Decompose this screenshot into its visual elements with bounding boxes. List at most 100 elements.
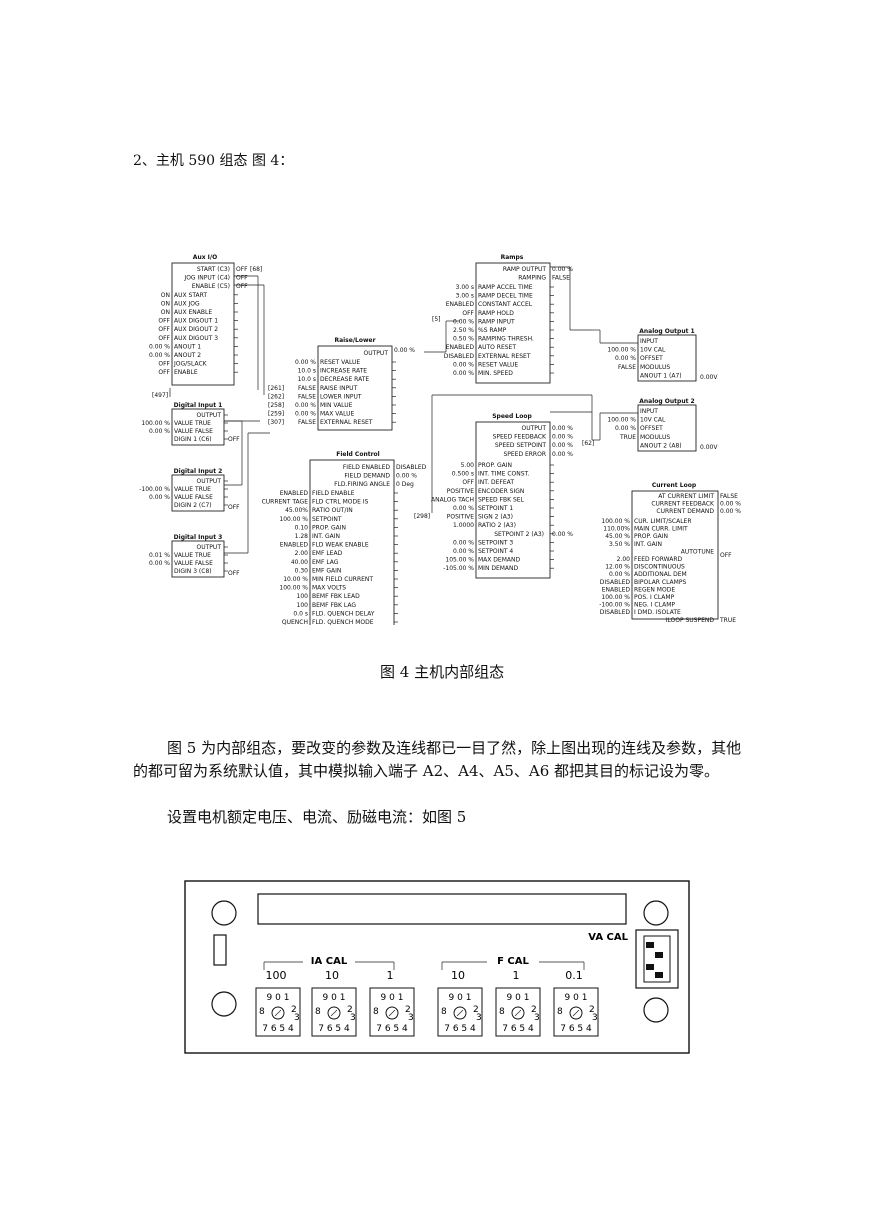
speed-input-label: SETPOINT 2 (A3): [494, 531, 544, 538]
ramps-output-value: FALSE: [552, 275, 570, 282]
ao1-input-label: MODULUS: [640, 364, 670, 371]
ia-dial-0-label: 100: [266, 969, 287, 982]
current-output-label: CURRENT FEEDBACK: [651, 501, 715, 508]
digin3-box: [171, 540, 225, 578]
mount-hole-icon: [643, 900, 669, 926]
rotary-switch-icon: [453, 1006, 467, 1020]
raise-input-label: INCREASE RATE: [320, 368, 367, 375]
ia-dial-1-digit-right2: 3: [350, 1013, 356, 1023]
f-dial-1-digit-right: 2: [531, 1005, 537, 1015]
figure-caption: 图 4 主机内部组态: [380, 663, 505, 681]
ia-dial-1-label: 10: [325, 969, 339, 982]
ia-dial-0-digit-right: 2: [291, 1005, 297, 1015]
speed-input-value: 5.00: [461, 462, 475, 469]
field-input-label: FLD CTRL MODE IS: [312, 499, 369, 506]
va-cal-label: VA CAL: [588, 932, 628, 943]
raise-input-value: 0.00 %: [295, 411, 316, 418]
digin3-title: Digital Input 3: [174, 534, 223, 541]
field-input-label: RATIO OUT/IN: [312, 507, 353, 514]
rotary-pointer: [274, 1009, 282, 1017]
field-input-label: FLD. QUENCH MODE: [312, 619, 374, 625]
ia-dial-2-frame: [369, 987, 415, 1037]
speed-setpoint2-value: 0.00 %: [552, 531, 573, 538]
current-input-label: MAIN CURR. LIMIT: [634, 526, 688, 533]
aux-io-row: AUX JOG: [174, 300, 200, 307]
field-box: [309, 459, 395, 625]
raise-tag: [307]: [268, 419, 284, 426]
f-dial-0-digit-right: 2: [473, 1005, 479, 1015]
field-input-value: QUENCH: [282, 619, 308, 625]
speed-input-label: ENCODER SIGN: [478, 488, 524, 495]
digin1-output-label: OUTPUT: [197, 412, 222, 419]
f-dial-1-digit-right2: 3: [534, 1013, 540, 1023]
current-input-value: ENABLED: [602, 586, 631, 593]
speed-input-value: 0.00 %: [453, 505, 474, 512]
ia-dial-1-frame: [311, 987, 357, 1037]
field-input-value: 45.00%: [285, 507, 308, 514]
ao1-input-value: FALSE: [618, 364, 636, 371]
digin3-input-label: VALUE TRUE: [174, 552, 211, 559]
field-output-label: FLD.FIRING ANGLE: [334, 481, 390, 488]
raise-input-label: RAISE INPUT: [320, 385, 358, 392]
ramps-input-value: 0.00 %: [453, 361, 474, 368]
rotary-pointer: [456, 1009, 464, 1017]
f-dial-2-digit-right2: 3: [592, 1013, 598, 1023]
ramps-tag-5: [5]: [432, 316, 441, 323]
field-input-value: 100: [297, 593, 309, 600]
raise-tag: [262]: [268, 393, 284, 400]
jumper-block-icon: [646, 942, 654, 948]
aux-io-row: AUX ENABLE: [174, 309, 212, 316]
f-dial-1-digits-top: 9 0 1: [507, 993, 530, 1003]
ao1-input-label: 10V CAL: [640, 347, 666, 354]
field-input-value: 10.00 %: [283, 576, 308, 583]
aux-io-row: AUX DIGOUT 3: [174, 335, 218, 342]
digin1-state: OFF: [228, 436, 240, 443]
speed-input-label: MIN DEMAND: [478, 565, 519, 572]
aux-io-value: OFF: [158, 361, 170, 368]
digin2-box: [171, 474, 225, 512]
current-output-value: FALSE: [720, 493, 738, 500]
ao2-input-value: 100.00 %: [607, 417, 636, 424]
speed-input-value: ANALOG TACH: [431, 496, 474, 503]
f-dial-2-frame: [553, 987, 599, 1037]
f-dial-0-digit-left: 8: [441, 1007, 447, 1017]
current-input-label: PROP. GAIN: [634, 533, 668, 540]
ramps-input-value: 0.00 %: [453, 318, 474, 325]
field-input-label: SETPOINT: [312, 516, 342, 523]
digin1-input-label: VALUE FALSE: [174, 428, 213, 435]
aux-io-box: [171, 262, 235, 386]
current-suspend-value: TRUE: [719, 617, 736, 624]
f-dial-0-digit-right2: 3: [476, 1013, 482, 1023]
speed-input-value: 0.00 %: [453, 548, 474, 555]
led-slot: [213, 934, 227, 966]
rotary-switch-icon: [569, 1006, 583, 1020]
speed-input-value: POSITIVE: [447, 514, 474, 521]
digin1-title: Digital Input 1: [174, 402, 223, 409]
rotary-switch-icon: [385, 1006, 399, 1020]
digin3-input-value: 0.00 %: [149, 560, 170, 567]
ao2-input-label: INPUT: [640, 408, 658, 415]
ao2-input-label: OFFSET: [640, 425, 663, 432]
field-input-value: CURRENT TAGE: [262, 499, 309, 506]
cal-group-label: F CAL: [497, 956, 529, 967]
field-input-label: PROP. GAIN: [312, 524, 346, 531]
aux-io-out: OFF: [236, 275, 248, 282]
current-input-label: DISCONTINUOUS: [634, 564, 685, 571]
rotary-pointer: [572, 1009, 580, 1017]
speed-input-value: OFF: [462, 479, 474, 486]
ramps-input-label: RAMPING THRESH.: [478, 336, 534, 343]
ia-dial-1-digits-top: 9 0 1: [323, 993, 346, 1003]
rotary-switch-icon: [511, 1006, 525, 1020]
display-window: [257, 893, 627, 925]
aux-io-row: AUX DIGOUT 1: [174, 318, 218, 325]
mount-hole-icon: [211, 900, 237, 926]
current-input-label: FEED FORWARD: [634, 556, 683, 563]
speed-output-label: SPEED SETPOINT: [495, 442, 546, 449]
section-heading: 2、主机 590 组态 图 4：: [133, 153, 294, 169]
ramps-output-label: RAMPING: [518, 275, 546, 282]
digin1-box: [171, 408, 225, 446]
current-input-label: NEG. I CLAMP: [634, 602, 675, 609]
current-output-value: 0.00 %: [720, 501, 741, 508]
digin2-input-value: -100.00 %: [139, 486, 170, 493]
current-input-value: 0.00 %: [609, 571, 630, 578]
